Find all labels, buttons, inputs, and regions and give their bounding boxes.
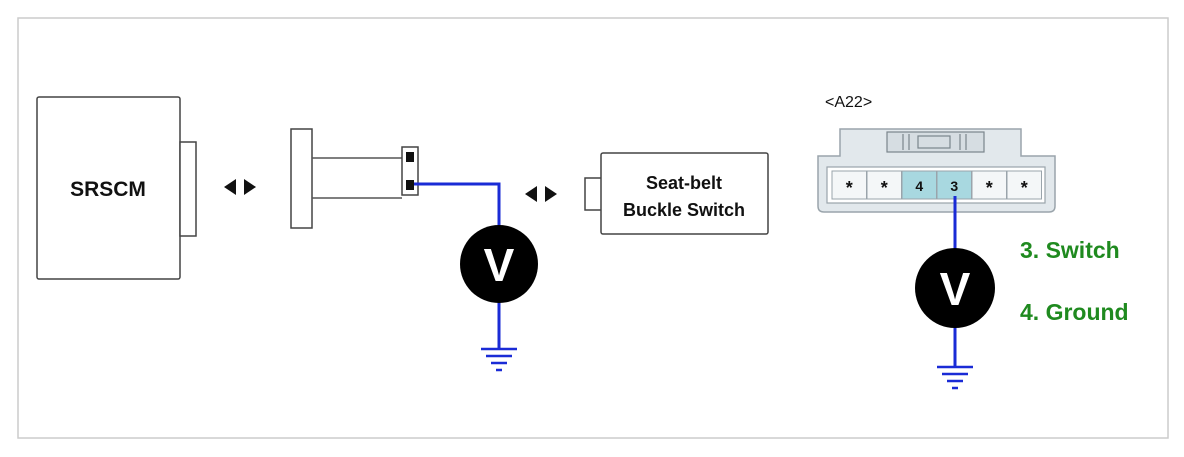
connector-pin-cell	[866, 170, 902, 200]
buckle-switch-label-line2: Buckle Switch	[623, 200, 745, 220]
connector-pin-cell	[901, 170, 937, 200]
voltmeter-left-icon	[460, 225, 538, 303]
connector-id-label: <A22>	[825, 94, 872, 111]
connector-pin-label: 3	[950, 178, 958, 194]
connector-latch	[886, 131, 985, 153]
connector-a22: * * 4 3 * *	[817, 128, 1056, 213]
frame-border	[17, 17, 1169, 439]
probe-wire-left	[414, 182, 501, 226]
harness-pin-upper	[406, 152, 414, 162]
connector-pins: * * 4 3 * *	[831, 170, 1042, 200]
connector-pin-label: *	[881, 178, 888, 198]
connector-pin-cell	[1006, 170, 1042, 200]
harness-connector-plate	[290, 128, 313, 229]
connector-pin-label: 4	[915, 178, 923, 194]
srscm-connector-stub	[179, 141, 197, 237]
harness-pin-lower	[406, 180, 414, 190]
buckle-switch-stub	[584, 177, 603, 211]
voltmeter-right-icon	[915, 248, 995, 328]
legend-switch: 3. Switch	[1020, 237, 1120, 263]
legend-ground: 4. Ground	[1020, 299, 1129, 325]
voltmeter-right-symbol: V	[940, 263, 971, 315]
connect-arrow-left	[224, 179, 256, 195]
ground-left-icon	[481, 347, 517, 372]
ground-right-icon	[937, 365, 973, 390]
connect-arrow-right	[525, 186, 557, 202]
connector-pin-cell	[971, 170, 1007, 200]
buckle-switch-label-line1: Seat-belt	[646, 173, 722, 193]
connector-pin-label: *	[846, 178, 853, 198]
connector-pin-label: *	[1021, 178, 1028, 198]
voltmeter-left-symbol: V	[484, 239, 515, 291]
buckle-switch-box	[600, 152, 769, 235]
connector-pin-label: *	[986, 178, 993, 198]
connector-pin-cell	[831, 170, 867, 200]
srscm-label: SRSCM	[70, 178, 146, 201]
